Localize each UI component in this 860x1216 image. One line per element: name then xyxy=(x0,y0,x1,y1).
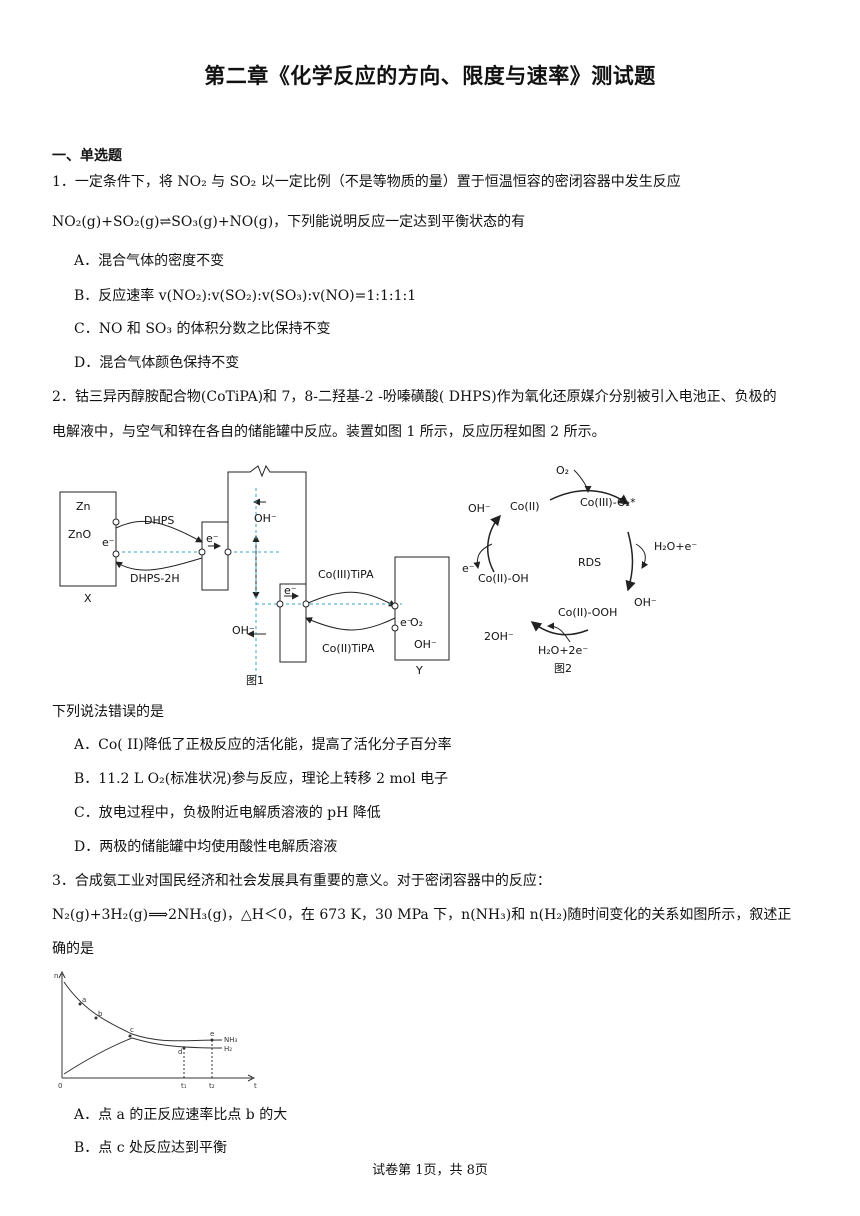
label-e-pos: e⁻ xyxy=(284,584,297,597)
label-co-ii: Co(II) xyxy=(510,500,539,513)
label-h2o-2e: H₂O+2e⁻ xyxy=(538,644,588,657)
label-co-ii-ooh: Co(II)-OOH xyxy=(558,606,617,619)
label-co-ii-oh: Co(II)-OH xyxy=(478,572,529,585)
label-x: X xyxy=(84,592,92,605)
q2-option-c: C．放电过程中，负极附近电解质溶液的 pH 降低 xyxy=(74,805,381,821)
external-circuit xyxy=(227,464,307,584)
label-h2o-e: H₂O+e⁻ xyxy=(654,540,697,553)
nh3-curve xyxy=(63,1037,223,1075)
section-heading: 一、单选题 xyxy=(52,148,122,164)
label-co3-tipa: Co(III)TiPA xyxy=(318,568,374,581)
graph-label-t1: t₁ xyxy=(181,1082,187,1090)
label-rds: RDS xyxy=(578,556,601,569)
label-o2: O₂ xyxy=(556,464,569,477)
graph-label-a: a xyxy=(82,996,86,1004)
q3-stem-line2: N₂(g)+3H₂(g)⟹2NH₃(g)，△H＜0，在 673 K，30 MPa… xyxy=(52,907,792,923)
q3-stem-line3: 确的是 xyxy=(52,941,94,957)
graph-axis-t: t xyxy=(254,1082,257,1090)
q3-stem-line1: 3．合成氨工业对国民经济和社会发展具有重要的意义。对于密闭容器中的反应： xyxy=(52,873,551,889)
q2-option-a: A．Co( II)降低了正极反应的活化能，提高了活化分子百分率 xyxy=(74,737,452,753)
q2-stem-line2: 电解液中，与空气和锌在各自的储能罐中反应。装置如图 1 所示，反应历程如图 2 … xyxy=(52,424,606,440)
h2-curve xyxy=(63,981,223,1042)
figure-1-battery-diagram: Zn ZnO e⁻ DHPS DHPS-2H e⁻ OH⁻ OH⁻ e⁻ Co(… xyxy=(59,464,450,687)
label-co-iii-o2: Co(III)-O₂* xyxy=(580,496,636,509)
label-oh-bottom: OH⁻ xyxy=(232,624,255,637)
graph-origin: 0 xyxy=(58,1082,62,1090)
label-y: Y xyxy=(415,664,423,677)
label-e-neg: e⁻ xyxy=(206,532,219,545)
q3-option-b: B．点 c 处反应达到平衡 xyxy=(74,1140,228,1156)
graph-axis-n: n xyxy=(54,972,58,980)
q2-question: 下列说法错误的是 xyxy=(52,704,164,720)
label-oh-top: OH⁻ xyxy=(254,512,277,525)
point-d xyxy=(182,1046,186,1050)
label-e-cycle: e⁻ xyxy=(462,562,475,575)
q1-option-d: D．混合气体颜色保持不变 xyxy=(74,355,240,371)
point-a xyxy=(78,1002,82,1006)
page-footer: 试卷第 1页，共 8页 xyxy=(372,1163,488,1178)
label-zno: ZnO xyxy=(68,528,92,541)
q2-stem-line1: 2．钴三异丙醇胺配合物(CoTiPA)和 7，8-二羟基-2 -吩嗪磺酸( DH… xyxy=(52,389,777,405)
label-dhps: DHPS xyxy=(144,514,174,527)
q2-option-b: B．11.2 L O₂(标准状况)参与反应，理论上转移 2 mol 电子 xyxy=(74,771,449,787)
graph-label-nh3: NH₃ xyxy=(224,1036,238,1044)
q1-option-c: C．NO 和 SO₃ 的体积分数之比保持不变 xyxy=(74,321,331,337)
point-b xyxy=(94,1016,98,1020)
page-title: 第二章《化学反应的方向、限度与速率》测试题 xyxy=(204,63,656,88)
q1-stem-line1: 1．一定条件下，将 NO₂ 与 SO₂ 以一定比例（不是等物质的量）置于恒温恒容… xyxy=(52,174,681,190)
q1-option-b: B．反应速率 v(NO₂):v(SO₂):v(SO₃):v(NO)=1:1:1:… xyxy=(74,288,417,304)
figure-1-caption: 图1 xyxy=(246,674,264,687)
label-oh-left: OH⁻ xyxy=(468,502,491,515)
graph-label-c: c xyxy=(130,1026,134,1034)
q3-graph: n t 0 a b c d e NH₃ H₂ t₁ t₂ xyxy=(54,970,257,1090)
graph-label-t2: t₂ xyxy=(209,1082,215,1090)
point-c xyxy=(128,1034,132,1038)
label-e-left: e⁻ xyxy=(102,536,115,549)
q1-stem-line2: NO₂(g)+SO₂(g)⇌SO₃(g)+NO(g)，下列能说明反应一定达到平衡… xyxy=(52,214,526,230)
label-o2-y: O₂ xyxy=(410,616,423,629)
label-zn: Zn xyxy=(76,500,91,513)
graph-label-d: d xyxy=(178,1048,182,1056)
label-e-y: e⁻ xyxy=(400,616,413,629)
figure-2-caption: 图2 xyxy=(554,662,572,675)
label-2oh: 2OH⁻ xyxy=(484,630,514,643)
graph-label-b: b xyxy=(98,1010,103,1018)
graph-label-h2: H₂ xyxy=(224,1045,232,1053)
figure-2-reaction-cycle: O₂ OH⁻ Co(II) Co(III)-O₂* H₂O+e⁻ RDS OH⁻… xyxy=(462,464,697,675)
q1-option-a: A．混合气体的密度不变 xyxy=(74,253,225,269)
tank-x xyxy=(59,491,117,587)
graph-label-e: e xyxy=(210,1030,214,1038)
label-oh-y: OH⁻ xyxy=(414,638,437,651)
label-oh-right: OH⁻ xyxy=(634,596,657,609)
q2-option-d: D．两极的储能罐中均使用酸性电解质溶液 xyxy=(74,839,338,855)
label-dhps-2h: DHPS-2H xyxy=(130,572,180,585)
point-e xyxy=(210,1038,214,1042)
q3-option-a: A．点 a 的正反应速率比点 b 的大 xyxy=(74,1107,288,1123)
label-co2-tipa: Co(II)TiPA xyxy=(322,642,375,655)
